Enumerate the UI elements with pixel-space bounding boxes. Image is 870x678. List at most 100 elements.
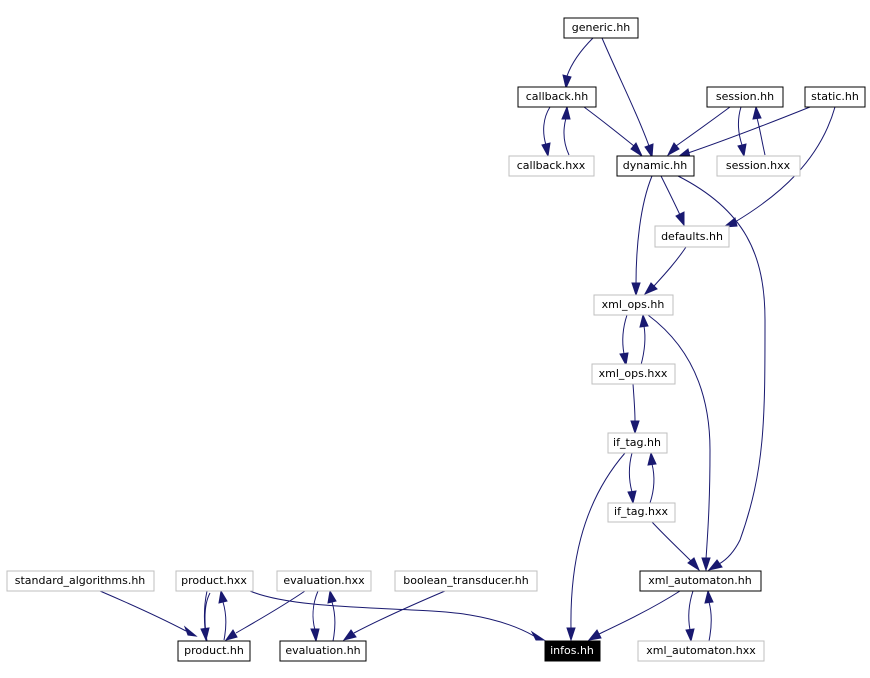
- edge-generic-to-callback: [566, 37, 594, 77]
- node-label: xml_ops.hxx: [599, 367, 668, 380]
- node-evaluation-hh[interactable]: evaluation.hh: [279, 640, 367, 662]
- nodes-layer: generic.hh callback.hh session.hh static…: [6, 17, 866, 662]
- arrowhead: [627, 490, 637, 505]
- arrowhead: [561, 105, 571, 120]
- node-label: xml_automaton.hh: [648, 574, 751, 587]
- edge-session-to-session-hxx: [738, 106, 743, 146]
- edge-session-hxx-to-session: [756, 117, 766, 156]
- node-xml-automaton-hh[interactable]: xml_automaton.hh: [639, 570, 762, 592]
- arrowhead: [704, 589, 714, 604]
- edge-evaluation-hxx-to-product: [235, 590, 306, 634]
- edge-dynamic-to-xml-automaton: [677, 175, 766, 565]
- arrowhead: [310, 628, 320, 643]
- edge-if-tag-to-infos: [570, 452, 626, 630]
- edge-evaluation-hxx-to-evaluation: [331, 601, 336, 642]
- arrowhead: [707, 559, 723, 571]
- node-session-hh[interactable]: session.hh: [706, 86, 784, 108]
- edge-if-tag-to-if-tag-hxx: [628, 452, 633, 493]
- node-label: standard_algorithms.hh: [15, 574, 146, 587]
- node-if-tag-hxx[interactable]: if_tag.hxx: [607, 502, 676, 523]
- arrowhead: [666, 142, 680, 157]
- arrowhead: [644, 143, 654, 159]
- node-label: evaluation.hxx: [283, 574, 365, 587]
- node-product-hh[interactable]: product.hh: [177, 640, 251, 662]
- node-label: infos.hh: [550, 644, 594, 657]
- node-session-hxx[interactable]: session.hxx: [716, 155, 801, 177]
- edge-boolean-transducer-to-evaluation: [353, 590, 446, 634]
- edge-xml-automaton-to-infos: [598, 590, 681, 635]
- edge-if-tag-hxx-to-xml-automaton: [651, 521, 692, 562]
- edge-dynamic-to-xml-ops: [635, 175, 653, 285]
- arrowhead: [200, 627, 210, 642]
- edge-session-to-dynamic: [675, 106, 731, 147]
- node-infos-hh[interactable]: infos.hh: [544, 640, 601, 662]
- edge-xml-ops-hxx-to-xml-ops: [640, 325, 646, 366]
- arrowhead: [562, 74, 572, 90]
- edge-product-hxx-to-infos: [249, 590, 535, 637]
- arrowhead: [630, 420, 640, 435]
- arrowhead: [639, 313, 649, 328]
- arrowhead: [643, 282, 658, 296]
- node-dynamic-hh[interactable]: dynamic.hh: [616, 155, 695, 177]
- edge-evaluation-to-evaluation-hxx: [312, 590, 319, 631]
- node-label: product.hh: [184, 644, 244, 657]
- node-standard-algorithms-hh[interactable]: standard_algorithms.hh: [6, 570, 155, 592]
- node-label: xml_ops.hh: [602, 298, 665, 311]
- arrowhead: [541, 142, 551, 158]
- arrowhead: [631, 282, 641, 297]
- arrowhead: [566, 627, 576, 642]
- node-label: callback.hxx: [517, 159, 586, 172]
- node-label: dynamic.hh: [623, 159, 687, 172]
- node-evaluation-hxx[interactable]: evaluation.hxx: [276, 570, 372, 592]
- arrowhead: [701, 557, 711, 572]
- arrowhead: [647, 451, 657, 466]
- node-xml-ops-hh[interactable]: xml_ops.hh: [593, 294, 674, 316]
- arrowhead: [619, 352, 629, 367]
- edge-xml-ops-to-xml-ops-hxx: [622, 314, 628, 355]
- arrowhead: [752, 105, 762, 120]
- arrowhead: [630, 142, 644, 158]
- arrowhead: [685, 628, 695, 643]
- node-label: session.hxx: [726, 159, 791, 172]
- edge-if-tag-hxx-to-if-tag: [649, 463, 655, 504]
- node-product-hxx[interactable]: product.hxx: [175, 570, 254, 592]
- edges-layer: [99, 37, 836, 643]
- edge-static-to-dynamic: [687, 106, 811, 154]
- arrowhead: [327, 589, 337, 604]
- node-defaults-hh[interactable]: defaults.hh: [654, 225, 730, 248]
- node-label: product.hxx: [181, 574, 247, 587]
- node-label: callback.hh: [526, 90, 589, 103]
- edge-callback-hxx-to-callback: [563, 117, 570, 156]
- edge-xml-automaton-hxx-to-xml-automaton: [708, 601, 712, 642]
- node-label: boolean_transducer.hh: [403, 574, 529, 587]
- edge-xml-ops-hxx-to-if-tag: [632, 383, 636, 422]
- node-callback-hxx[interactable]: callback.hxx: [508, 155, 595, 177]
- edge-generic-to-dynamic: [601, 37, 650, 147]
- node-xml-automaton-hxx[interactable]: xml_automaton.hxx: [637, 640, 765, 662]
- arrowhead: [224, 629, 238, 641]
- node-label: if_tag.hh: [613, 436, 661, 449]
- node-boolean-transducer-hh[interactable]: boolean_transducer.hh: [394, 570, 538, 592]
- edge-callback-to-callback-hxx: [543, 106, 551, 146]
- node-callback-hh[interactable]: callback.hh: [517, 86, 597, 108]
- node-label: session.hh: [716, 90, 774, 103]
- node-label: defaults.hh: [661, 230, 723, 243]
- edge-product-hxx-to-product: [222, 601, 227, 641]
- arrowhead: [587, 629, 602, 641]
- edge-xml-automaton-to-xml-automaton-hxx: [688, 590, 694, 631]
- node-if-tag-hh[interactable]: if_tag.hh: [607, 432, 668, 454]
- node-label: evaluation.hh: [285, 644, 360, 657]
- node-label: static.hh: [811, 90, 859, 103]
- node-xml-ops-hxx[interactable]: xml_ops.hxx: [591, 363, 676, 385]
- node-static-hh[interactable]: static.hh: [804, 86, 866, 108]
- arrowhead: [675, 211, 685, 227]
- arrowhead: [342, 629, 357, 641]
- edge-defaults-to-xml-ops: [653, 246, 687, 287]
- edge-standard-algorithms-to-product: [99, 590, 187, 632]
- arrowhead: [183, 625, 198, 637]
- node-label: xml_automaton.hxx: [646, 644, 756, 657]
- arrowhead: [687, 557, 701, 572]
- node-label: generic.hh: [572, 21, 631, 34]
- node-generic-hh[interactable]: generic.hh: [563, 17, 639, 39]
